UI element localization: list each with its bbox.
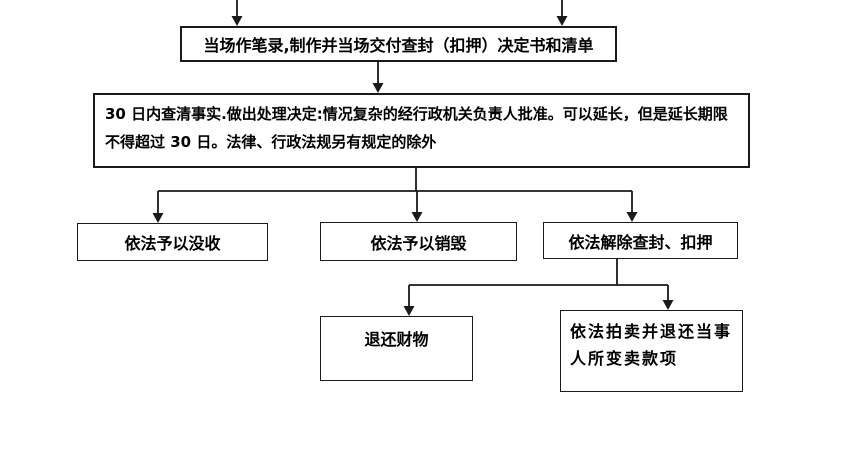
node-confiscate-label: 依法予以没收 [124, 234, 221, 253]
node-auction-refund-label: 依法拍卖并退还当事人所变卖款项 [570, 322, 733, 368]
node-release-seizure: 依法解除查封、扣押 [543, 222, 738, 259]
arrowhead-to-destroy [411, 212, 423, 222]
node-confiscate: 依法予以没收 [77, 223, 268, 261]
node-auction-refund: 依法拍卖并退还当事人所变卖款项 [560, 310, 743, 392]
arrowhead-to-release [626, 212, 638, 222]
node-decision-30days-label: 30 日内查清事实.做出处理决定:情况复杂的经行政机关负责人批准。可以延长，但是… [105, 105, 728, 151]
node-return-property-label: 退还财物 [364, 330, 429, 349]
node-release-seizure-label: 依法解除查封、扣押 [568, 232, 713, 252]
arrowhead-to-auction-refund [662, 300, 674, 310]
node-destroy: 依法予以销毁 [320, 222, 517, 261]
arrowhead-to-confiscate [152, 213, 164, 223]
node-return-property: 退还财物 [320, 316, 473, 381]
arrowhead-top-left [231, 16, 243, 26]
node-onsite-record: 当场作笔录,制作并当场交付查封（扣押）决定书和清单 [180, 26, 617, 62]
node-onsite-record-label: 当场作笔录,制作并当场交付查封（扣押）决定书和清单 [203, 36, 594, 55]
arrowhead-record-to-decision [372, 83, 384, 93]
arrowhead-to-return-property [403, 306, 415, 316]
arrowhead-top-right [556, 16, 568, 26]
node-destroy-label: 依法予以销毁 [370, 233, 467, 253]
node-decision-30days: 30 日内查清事实.做出处理决定:情况复杂的经行政机关负责人批准。可以延长，但是… [93, 93, 750, 168]
